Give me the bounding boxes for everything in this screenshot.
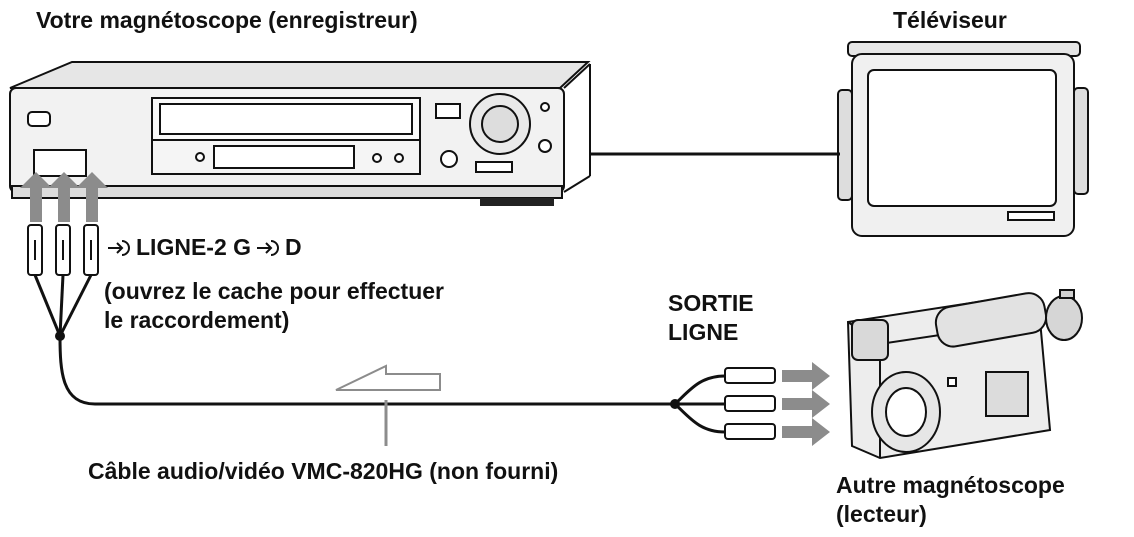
input-arrows bbox=[20, 172, 108, 222]
line-input-text: LIGNE-2 G bbox=[136, 234, 252, 260]
av-cable bbox=[33, 274, 726, 434]
line-output-line2: LIGNE bbox=[668, 319, 739, 346]
cable-junction bbox=[55, 331, 65, 341]
cache-note: (ouvrez le cache pour effectuer le racco… bbox=[104, 277, 444, 336]
cache-note-line1: (ouvrez le cache pour effectuer bbox=[104, 278, 444, 304]
output-arrows bbox=[782, 362, 830, 446]
cache-note-line2: le raccordement) bbox=[104, 307, 290, 334]
vcr-icon bbox=[9, 61, 591, 206]
camcorder-label-line1: Autre magnétoscope bbox=[836, 472, 1065, 498]
line-input-icon bbox=[257, 240, 280, 256]
camcorder-label-line2: (lecteur) bbox=[836, 501, 927, 528]
line-input-label: LIGNE-2 G D bbox=[108, 233, 302, 262]
camcorder-icon bbox=[846, 289, 1083, 460]
line-output-label: SORTIE LIGNE bbox=[668, 289, 754, 348]
rca-plug-icon bbox=[724, 367, 776, 440]
cable-junction bbox=[670, 399, 680, 409]
vcr-title: Votre magnétoscope (enregistreur) bbox=[36, 7, 418, 33]
line-output-line1: SORTIE bbox=[668, 290, 754, 316]
tv-title: Téléviseur bbox=[893, 7, 1007, 33]
signal-arrow-icon bbox=[335, 364, 441, 391]
line-input-d: D bbox=[285, 234, 302, 260]
camcorder-label: Autre magnétoscope (lecteur) bbox=[836, 471, 1065, 530]
cable-label: Câble audio/vidéo VMC-820HG (non fourni) bbox=[88, 458, 559, 484]
line-input-icon bbox=[108, 240, 130, 256]
rca-plug-icon bbox=[27, 224, 99, 276]
tv-icon bbox=[837, 41, 1089, 237]
